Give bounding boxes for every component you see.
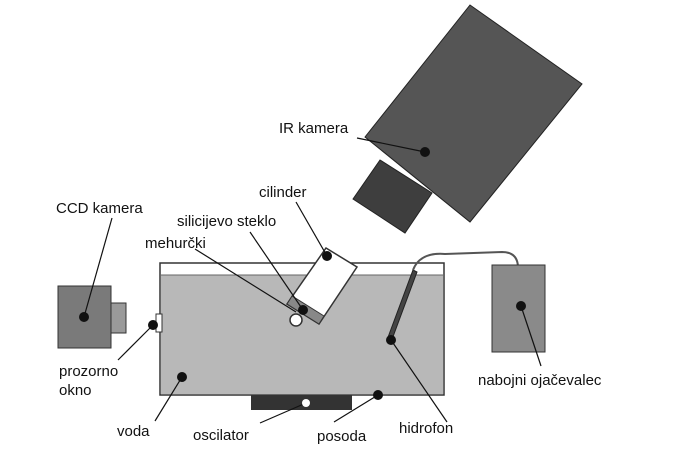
- vessel-dot: [373, 390, 383, 400]
- oscillator: [251, 395, 352, 410]
- vessel-label: posoda: [317, 428, 367, 445]
- charge-amplifier-dot: [516, 301, 526, 311]
- cylinder-label: cilinder: [259, 184, 307, 201]
- ccd-camera: [57, 285, 127, 349]
- oscillator-dot: [302, 399, 310, 407]
- bubbles-label: mehurčki: [145, 235, 206, 252]
- hydrophone-label: hidrofon: [399, 420, 453, 437]
- oscillator-label: oscilator: [193, 427, 249, 444]
- window-dot: [148, 320, 158, 330]
- ccd-camera-label: CCD kamera: [56, 200, 143, 217]
- ir-camera-label: IR kamera: [279, 120, 349, 137]
- ir-camera: [352, 4, 583, 234]
- hydrophone-dot: [386, 335, 396, 345]
- water-label: voda: [117, 423, 150, 440]
- ccd-camera-dot: [79, 312, 89, 322]
- window-label-line2: okno: [59, 382, 92, 399]
- window-label-line1: prozorno: [59, 363, 118, 380]
- silicon-glass-dot: [298, 305, 308, 315]
- charge-amplifier-label: nabojni ojačevalec: [478, 372, 602, 389]
- water-dot: [177, 372, 187, 382]
- silicon-glass-label: silicijevo steklo: [177, 213, 276, 230]
- cylinder-dot: [322, 251, 332, 261]
- ir-camera-dot: [420, 147, 430, 157]
- vessel: [155, 262, 445, 396]
- bubble: [289, 313, 303, 327]
